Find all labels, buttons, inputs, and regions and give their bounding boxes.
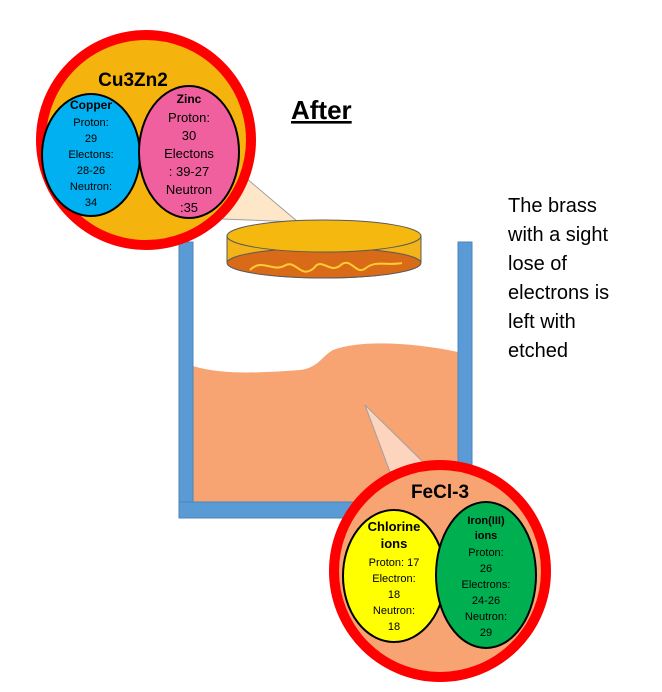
iron-label-line: Iron(III) [467, 515, 505, 527]
chlorine-detail-line: Electron: [372, 573, 415, 585]
iron-ellipse [435, 501, 537, 649]
description-text: The brass with a sight lose of electrons… [508, 192, 658, 366]
description-line: etched [508, 340, 569, 362]
zinc-details: Proton: 30 Electons : 39-27 Neutron :35 [164, 110, 214, 215]
chlorine-detail-line: Proton: 17 [369, 557, 420, 569]
beaker-left-wall [178, 241, 194, 519]
etch-pattern [249, 261, 403, 273]
iron-detail-line: Proton: [468, 547, 503, 559]
chlorine-label-line: ions [381, 536, 408, 551]
description-line: with a sight [508, 224, 609, 246]
zinc-label: Zinc [177, 92, 202, 106]
copper-detail-line: Electons: [68, 149, 113, 161]
chlorine-detail-line: 18 [388, 621, 400, 633]
copper-detail-line: 29 [85, 133, 97, 145]
iron-label-line: ions [475, 530, 498, 542]
copper-details: Proton: 29 Electons: 28-26 Neutron: 34 [68, 117, 113, 209]
etched-brass-disc [226, 219, 422, 279]
zinc-detail-line: Neutron [166, 182, 212, 197]
description-line: electrons is [508, 282, 610, 304]
chlorine-label-line: Chlorine [368, 519, 421, 534]
page-title: After [291, 95, 352, 125]
iron-detail-line: 26 [480, 563, 492, 575]
zinc-detail-line: Electons [164, 146, 214, 161]
iron-detail-line: Electrons: [462, 579, 511, 591]
chlorine-detail-line: Neutron: [373, 605, 415, 617]
zinc-ellipse [138, 85, 240, 219]
iron-details: Proton: 26 Electrons: 24-26 Neutron: 29 [462, 547, 511, 639]
copper-detail-line: 34 [85, 197, 97, 209]
solution-bubble: FeCl-3 Chlorine ions Proton: 17 Electron… [329, 460, 551, 682]
iron-detail-line: 24-26 [472, 595, 500, 607]
zinc-detail-line: Proton: [168, 110, 210, 125]
zinc-detail-line: : 39-27 [169, 164, 209, 179]
description-line: left with [508, 311, 576, 333]
chlorine-details: Proton: 17 Electron: 18 Neutron: 18 [369, 557, 420, 633]
etched-brass-disc-top [226, 219, 422, 253]
description-line: lose of [508, 253, 567, 275]
chlorine-detail-line: 18 [388, 589, 400, 601]
copper-detail-line: Neutron: [70, 181, 112, 193]
solution-formula-title: FeCl-3 [411, 482, 469, 503]
zinc-detail-line: :35 [180, 200, 198, 215]
copper-detail-line: Proton: [73, 117, 108, 129]
brass-bubble: Cu3Zn2 Copper Proton: 29 Electons: 28-26… [36, 30, 256, 250]
brass-formula-title: Cu3Zn2 [98, 70, 168, 91]
iron-detail-line: Neutron: [465, 611, 507, 623]
iron-detail-line: 29 [480, 627, 492, 639]
zinc-detail-line: 30 [182, 128, 196, 143]
copper-detail-line: 28-26 [77, 165, 105, 177]
copper-label: Copper [70, 98, 112, 112]
description-line: The brass [508, 195, 597, 217]
